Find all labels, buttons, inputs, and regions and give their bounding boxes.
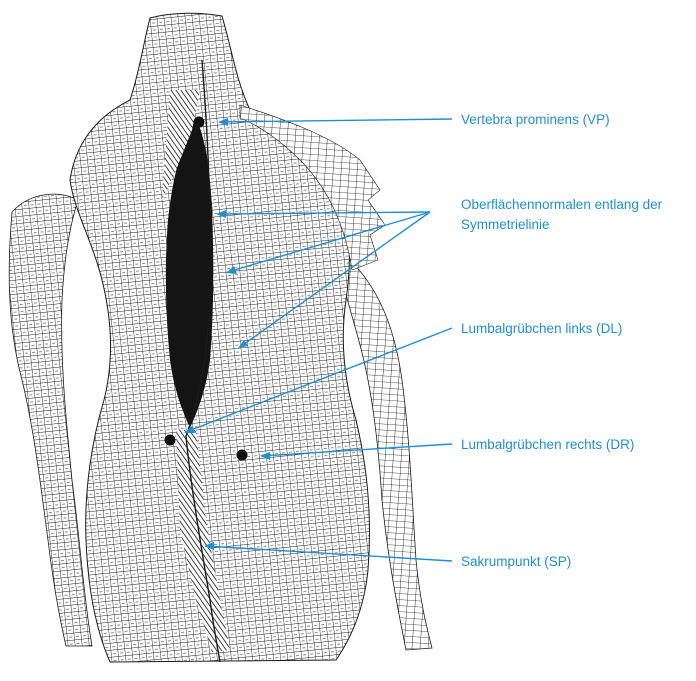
dl-point (165, 435, 176, 446)
normals-label-line2: Symmetrielinie (461, 217, 550, 232)
sp-label: Sakrumpunkt (SP) (461, 554, 571, 569)
dl-label: Lumbalgrübchen links (DL) (461, 321, 622, 336)
vp-point (194, 117, 205, 128)
vp-label: Vertebra prominens (VP) (461, 112, 610, 127)
torso-mesh (70, 13, 370, 662)
left-arm-mesh (9, 194, 92, 646)
normals-label-line1: Oberflächennormalen entlang der (461, 197, 663, 212)
dr-label: Lumbalgrübchen rechts (DR) (461, 437, 634, 452)
dr-point (237, 450, 248, 461)
